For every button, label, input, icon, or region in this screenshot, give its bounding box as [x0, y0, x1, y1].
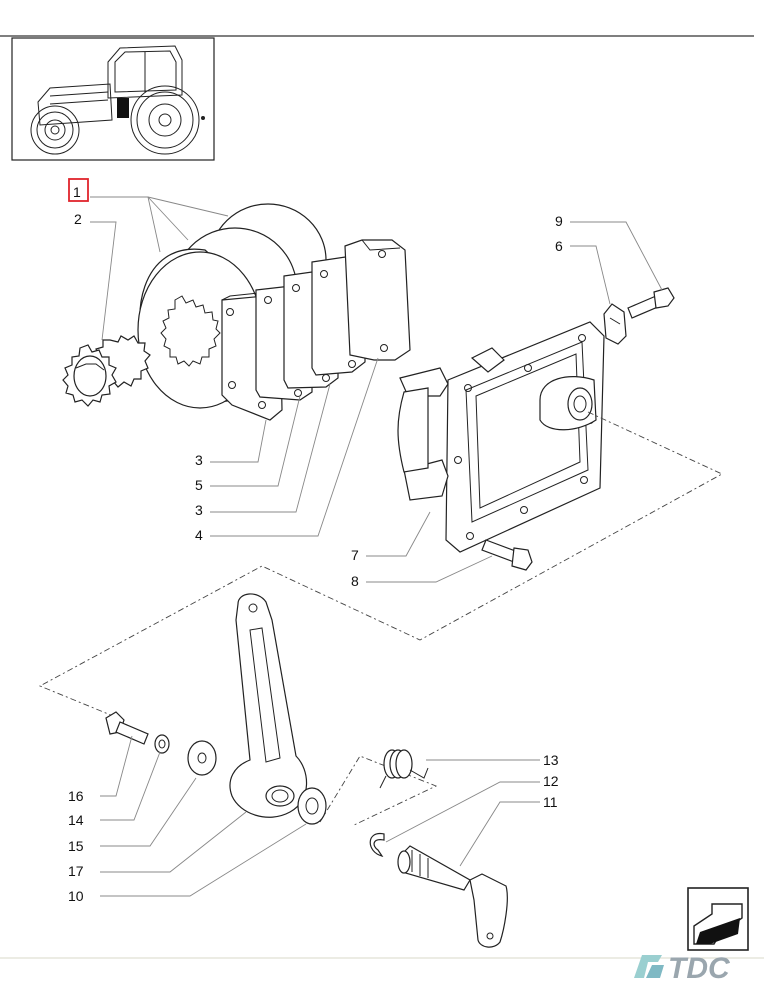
torsion-spring[interactable]	[379, 749, 429, 789]
callout-11[interactable]: 11	[543, 794, 558, 810]
brake-pads[interactable]	[221, 239, 411, 421]
spline-gear[interactable]	[62, 335, 151, 407]
housing-cover[interactable]	[397, 321, 605, 553]
callout-17[interactable]: 17	[68, 863, 84, 879]
bolt-9[interactable]	[627, 287, 675, 319]
shaft-lever[interactable]	[397, 845, 508, 948]
callout-2[interactable]: 2	[74, 211, 82, 227]
callout-12[interactable]: 12	[543, 773, 559, 789]
lock-washer[interactable]	[603, 303, 627, 345]
bolt-8[interactable]	[481, 539, 533, 571]
tdc-logo-icon	[634, 955, 664, 978]
leader-lines	[90, 196, 663, 897]
callout-16[interactable]: 16	[68, 788, 84, 804]
callout-13[interactable]: 13	[543, 752, 559, 768]
washer-10[interactable]	[297, 787, 327, 825]
callout-6[interactable]: 6	[555, 238, 563, 254]
callout-3-second[interactable]: 3	[195, 502, 203, 518]
tdc-logo-text: TDC	[668, 952, 731, 985]
callout-15[interactable]: 15	[68, 838, 84, 854]
callouts: 1 2 3 5 3 4 9 6 7 8 13 12 11 16 14 15 17…	[68, 184, 563, 904]
callout-7[interactable]: 7	[351, 547, 359, 563]
snap-ring[interactable]	[369, 833, 385, 857]
callout-3[interactable]: 3	[195, 452, 203, 468]
callout-1[interactable]: 1	[73, 184, 81, 200]
next-page-arrow-icon[interactable]	[687, 887, 749, 951]
assembly-path-line	[38, 411, 723, 719]
bolt-16[interactable]	[105, 711, 149, 745]
assembly-path-line-lower	[319, 755, 438, 827]
brake-lever-arm[interactable]	[229, 593, 308, 818]
tdc-logo: TDC	[634, 952, 731, 985]
callout-1-highlight	[68, 178, 89, 202]
washer-15[interactable]	[187, 740, 217, 776]
callout-9[interactable]: 9	[555, 213, 563, 229]
callout-8[interactable]: 8	[351, 573, 359, 589]
washer-14[interactable]	[154, 734, 170, 754]
callout-5[interactable]: 5	[195, 477, 203, 493]
callout-14[interactable]: 14	[68, 812, 84, 828]
tractor-thumbnail-icon[interactable]	[11, 37, 215, 161]
callout-10[interactable]: 10	[68, 888, 84, 904]
callout-4[interactable]: 4	[195, 527, 203, 543]
